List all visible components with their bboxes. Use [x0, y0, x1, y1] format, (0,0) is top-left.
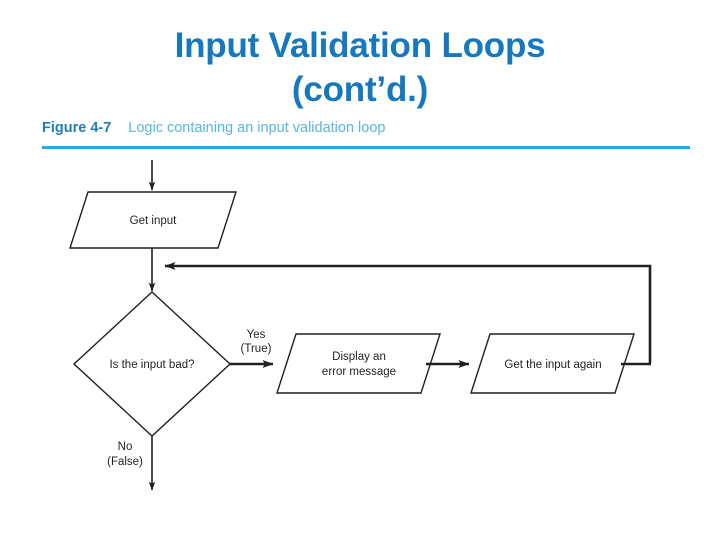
node-display-error-line1: Display an — [332, 351, 386, 363]
figure-caption-row: Figure 4-7 Logic containing an input val… — [42, 120, 690, 142]
branch-label-no-line2: (False) — [107, 456, 143, 468]
node-get-input-again: Get the input again — [470, 333, 635, 394]
title-line-2: (cont’d.) — [291, 70, 429, 109]
node-display-error-line2: error message — [322, 366, 396, 378]
caption-divider — [42, 146, 690, 149]
title-line-1: Input Validation Loops — [174, 26, 546, 65]
node-decision-label: Is the input bad? — [109, 359, 194, 371]
figure-description: Logic containing an input validation loo… — [128, 120, 386, 136]
branch-label-yes-line2: (True) — [241, 343, 272, 355]
flowchart-diagram: Get input Is the input bad? Yes (True) — [0, 158, 720, 518]
figure-number: Figure 4-7 — [42, 120, 112, 136]
node-decision: Is the input bad? — [72, 291, 232, 437]
node-display-error: Display an error message — [276, 333, 441, 394]
branch-label-no: No (False) — [107, 441, 143, 468]
page-title: Input Validation Loops (cont’d.) — [0, 24, 720, 112]
figure-caption: Figure 4-7 Logic containing an input val… — [42, 120, 690, 154]
branch-label-yes-line1: Yes — [247, 329, 266, 341]
node-get-input-label: Get input — [130, 215, 177, 227]
edge-loop-back — [164, 261, 652, 363]
node-get-input: Get input — [69, 191, 237, 249]
node-get-input-again-label: Get the input again — [504, 359, 601, 371]
branch-label-yes: Yes (True) — [241, 329, 272, 355]
branch-label-no-line1: No — [118, 441, 133, 453]
